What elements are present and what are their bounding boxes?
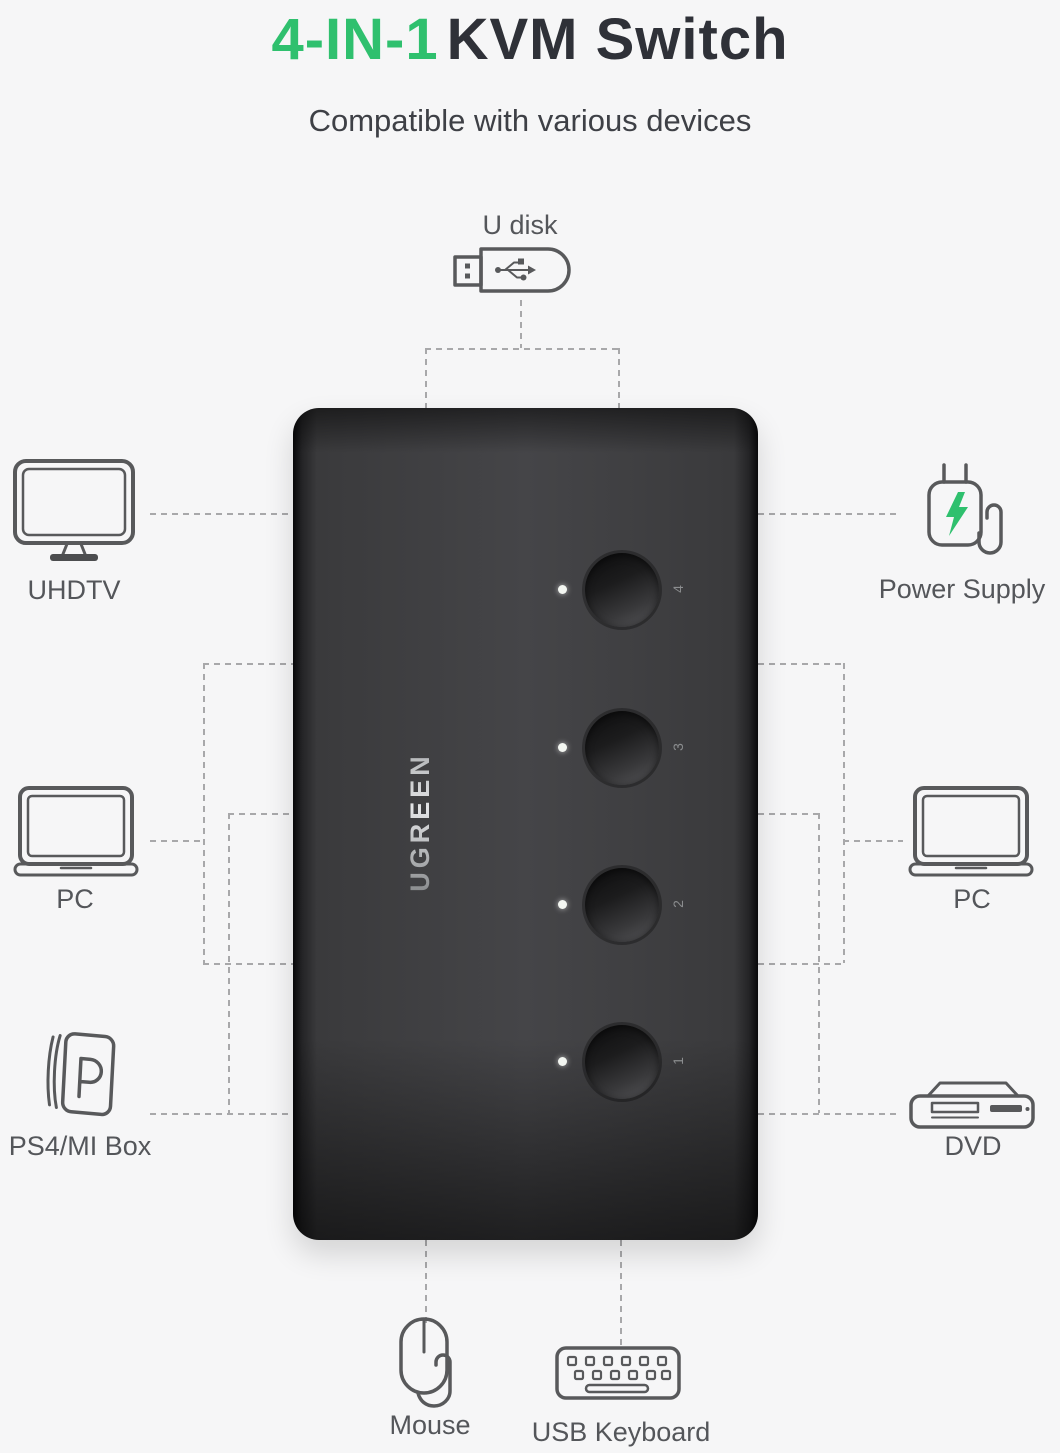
peripheral-label: U disk [482, 210, 558, 240]
port-number: 2 [670, 900, 686, 908]
dashed-connector [203, 663, 293, 665]
dashed-connector [758, 813, 818, 815]
usb-flash-drive-icon [452, 244, 582, 296]
dashed-connector [228, 813, 293, 815]
dashed-connector [818, 813, 820, 1113]
peripheral-label: Power Supply [878, 574, 1046, 604]
dashed-connector [203, 963, 293, 965]
dvd-player-icon [908, 1080, 1036, 1130]
peripheral-label: USB Keyboard [531, 1417, 711, 1447]
port-select-button [585, 711, 659, 785]
peripheral-label: PS4/MI Box [8, 1131, 152, 1161]
dashed-connector [425, 1240, 427, 1325]
dashed-connector [618, 348, 620, 408]
port-led [558, 585, 567, 594]
dashed-connector [150, 840, 203, 842]
kvm-switch-device: UGREEN 4 3 2 1 [293, 408, 758, 1240]
peripheral-label: DVD [944, 1131, 1002, 1161]
port-led [558, 1057, 567, 1066]
dashed-connector [150, 1113, 293, 1115]
peripheral-label: PC [56, 884, 94, 914]
dashed-connector [758, 963, 843, 965]
dashed-connector [228, 813, 230, 1113]
port-number: 1 [670, 1057, 686, 1065]
title-accent: 4-IN-1 [271, 7, 439, 72]
dashed-connector [620, 1240, 622, 1345]
peripheral-label: Mouse [389, 1410, 471, 1440]
dashed-connector [520, 300, 522, 348]
laptop-icon [13, 785, 139, 877]
port-led [558, 743, 567, 752]
dashed-connector [425, 348, 618, 350]
mouse-icon [398, 1316, 468, 1410]
dashed-connector [758, 1113, 898, 1115]
keyboard-icon [554, 1345, 682, 1401]
port-number: 4 [670, 585, 686, 593]
dashed-connector [843, 840, 903, 842]
peripheral-label: UHDTV [27, 575, 121, 605]
game-console-icon [38, 1028, 122, 1126]
brand-logo: UGREEN [405, 752, 435, 892]
peripheral-label: PC [953, 884, 991, 914]
monitor-icon [12, 458, 136, 564]
port-select-button [585, 1025, 659, 1099]
port-select-button [585, 553, 659, 627]
title-main: KVM Switch [446, 7, 789, 72]
dashed-connector [758, 513, 898, 515]
page-subtitle: Compatible with various devices [308, 103, 752, 138]
port-number: 3 [670, 743, 686, 751]
dashed-connector [203, 663, 205, 963]
dashed-connector [843, 663, 845, 963]
dashed-connector [425, 348, 427, 408]
dashed-connector [150, 513, 293, 515]
dashed-connector [758, 663, 843, 665]
port-select-button [585, 868, 659, 942]
power-adapter-icon [918, 462, 1013, 570]
port-led [558, 900, 567, 909]
laptop-icon [908, 785, 1034, 877]
